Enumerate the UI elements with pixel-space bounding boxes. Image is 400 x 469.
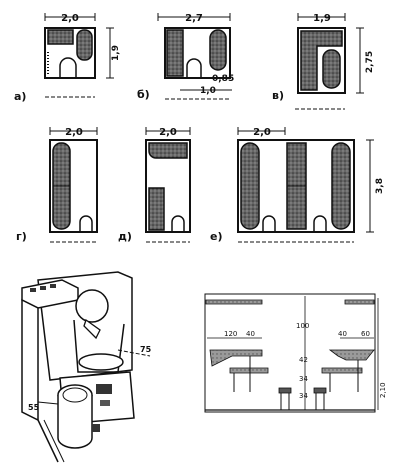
section-dim-40-left: 40 <box>246 330 255 338</box>
plan-v: 1,9 2,75 в) <box>272 13 375 110</box>
plan-b-sub-a-label: 0,85 <box>212 74 234 84</box>
plan-a: 2,0 1,9 а) <box>14 13 121 103</box>
plan-g-width-label: 2,0 <box>65 127 83 138</box>
section-dim-100: 100 <box>296 322 309 330</box>
section-dim-height: 2,10 <box>379 382 387 398</box>
plan-a-depth-label: 1,9 <box>111 45 121 61</box>
section-dim-120: 120 <box>224 330 237 338</box>
plan-b-letter: б) <box>137 88 150 101</box>
section-dim-34-top: 34 <box>299 375 308 383</box>
plan-d-letter: д) <box>118 230 132 243</box>
perspective-depth-label: 75 <box>140 345 152 354</box>
plan-e: 2,0 3,8 е) <box>210 127 385 243</box>
plan-b-sub-b-label: 1,0 <box>200 86 216 96</box>
plan-b-width-label: 2,7 <box>185 13 203 24</box>
section-view: 100 42 34 34 120 40 40 60 2,10 <box>204 293 387 413</box>
plan-a-width-label: 2,0 <box>61 13 79 24</box>
section-dim-42: 42 <box>299 356 308 364</box>
plan-a-letter: а) <box>14 90 26 103</box>
plan-b: 2,7 0,85 1,0 б) <box>137 13 234 101</box>
section-dim-60: 60 <box>361 330 370 338</box>
plan-e-letter: е) <box>210 230 223 243</box>
plan-e-depth-label: 3,8 <box>375 178 385 194</box>
plan-v-width-label: 1,9 <box>313 13 331 24</box>
plan-d: 2,0 д) <box>118 127 191 243</box>
section-dim-34-bottom: 34 <box>299 392 308 400</box>
plan-v-depth-label: 2,75 <box>365 51 375 73</box>
section-dim-40-right: 40 <box>338 330 347 338</box>
plan-v-letter: в) <box>272 89 284 102</box>
plan-d-width-label: 2,0 <box>159 127 177 138</box>
perspective-view: 75 55 <box>21 271 152 463</box>
plan-g: 2,0 г) <box>16 127 98 243</box>
plan-g-letter: г) <box>16 230 27 243</box>
perspective-width-label: 55 <box>28 403 40 412</box>
plan-e-width-label: 2,0 <box>253 127 271 138</box>
